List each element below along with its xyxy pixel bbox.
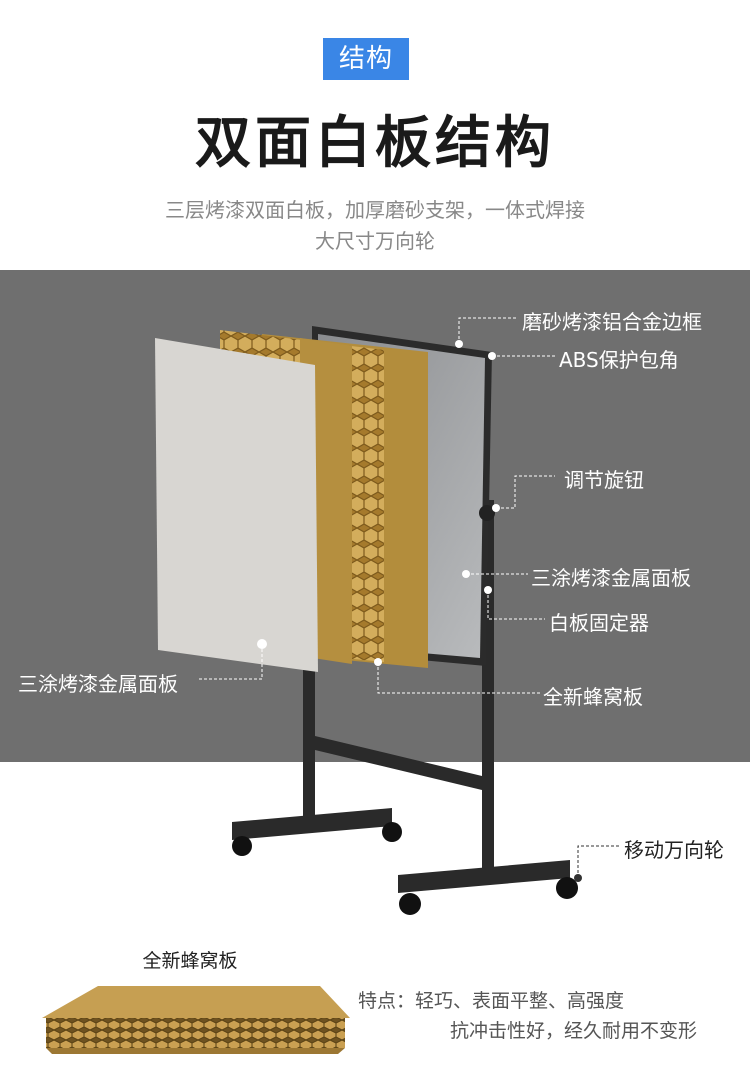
feature-line-1: 特点：轻巧、表面平整、高强度 xyxy=(358,990,625,1012)
callout-knob: 调节旋钮 xyxy=(564,468,644,492)
wheel-leader-line xyxy=(577,845,620,878)
honeycomb-sample xyxy=(42,986,350,1054)
callout-frame: 磨砂烤漆铝合金边框 xyxy=(522,310,702,334)
caster-wheels xyxy=(232,822,578,915)
callout-honeycomb: 全新蜂窝板 xyxy=(543,685,643,709)
feature-line-2: 抗冲击性好，经久耐用不变形 xyxy=(450,1020,698,1042)
subtitle-line-1: 三层烤漆双面白板，加厚磨砂支架，一体式焊接 xyxy=(165,198,585,222)
leader-lines xyxy=(198,317,556,694)
subtitle-line-2: 大尺寸万向轮 xyxy=(315,229,435,253)
section-badge: 结构 xyxy=(323,38,409,80)
feature-title: 全新蜂窝板 xyxy=(142,950,238,972)
page-title: 双面白板结构 xyxy=(195,111,555,176)
adjust-knob-icon xyxy=(479,505,495,521)
callout-holder: 白板固定器 xyxy=(549,611,649,635)
callout-metal-panel-left: 三涂烤漆金属面板 xyxy=(18,672,178,696)
callout-metal-panel-right: 三涂烤漆金属面板 xyxy=(531,566,691,590)
callout-wheel: 移动万向轮 xyxy=(624,838,724,862)
callout-corner: ABS保护包角 xyxy=(559,348,679,372)
white-board-front xyxy=(155,338,318,672)
